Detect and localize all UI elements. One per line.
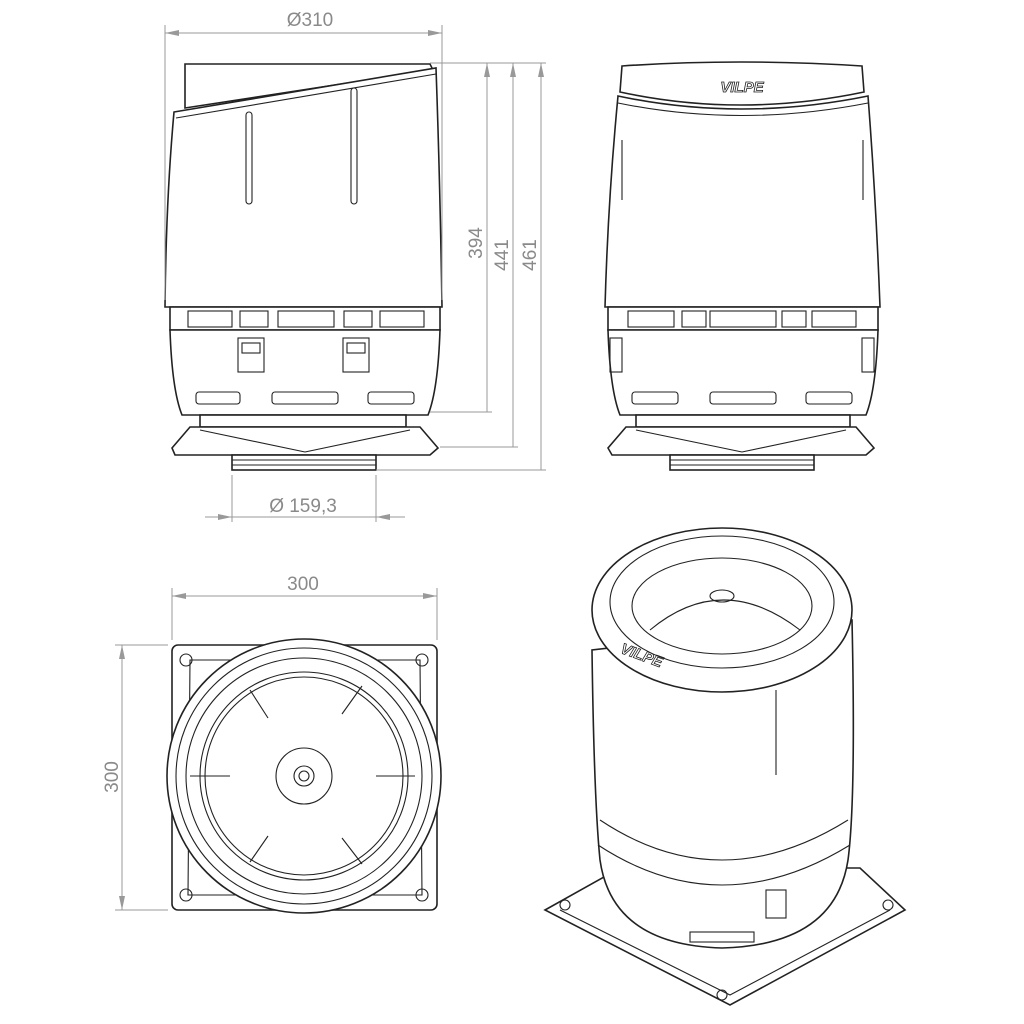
dimension-pipe-diameter: Ø 159,3 xyxy=(205,475,405,522)
height-flange-label: 441 xyxy=(492,239,513,271)
pipe-diameter-label: Ø 159,3 xyxy=(269,496,337,517)
dimension-base-width: 300 xyxy=(171,574,438,640)
top-view xyxy=(166,638,442,914)
base-depth-label: 300 xyxy=(102,761,123,793)
side-view-front: VILPE xyxy=(604,61,881,471)
height-total-label: 461 xyxy=(520,239,541,271)
brand-logo: VILPE xyxy=(720,79,764,96)
isometric-view: VILPE xyxy=(543,527,907,1006)
dimension-outer-diameter: Ø310 xyxy=(164,10,443,300)
outer-diameter-label: Ø310 xyxy=(287,10,333,31)
dimension-base-depth: 300 xyxy=(102,644,168,911)
height-body-label: 394 xyxy=(466,227,487,259)
base-width-label: 300 xyxy=(287,574,319,595)
dimension-heights: 394 441 461 xyxy=(376,62,546,471)
side-view-left xyxy=(164,63,443,471)
